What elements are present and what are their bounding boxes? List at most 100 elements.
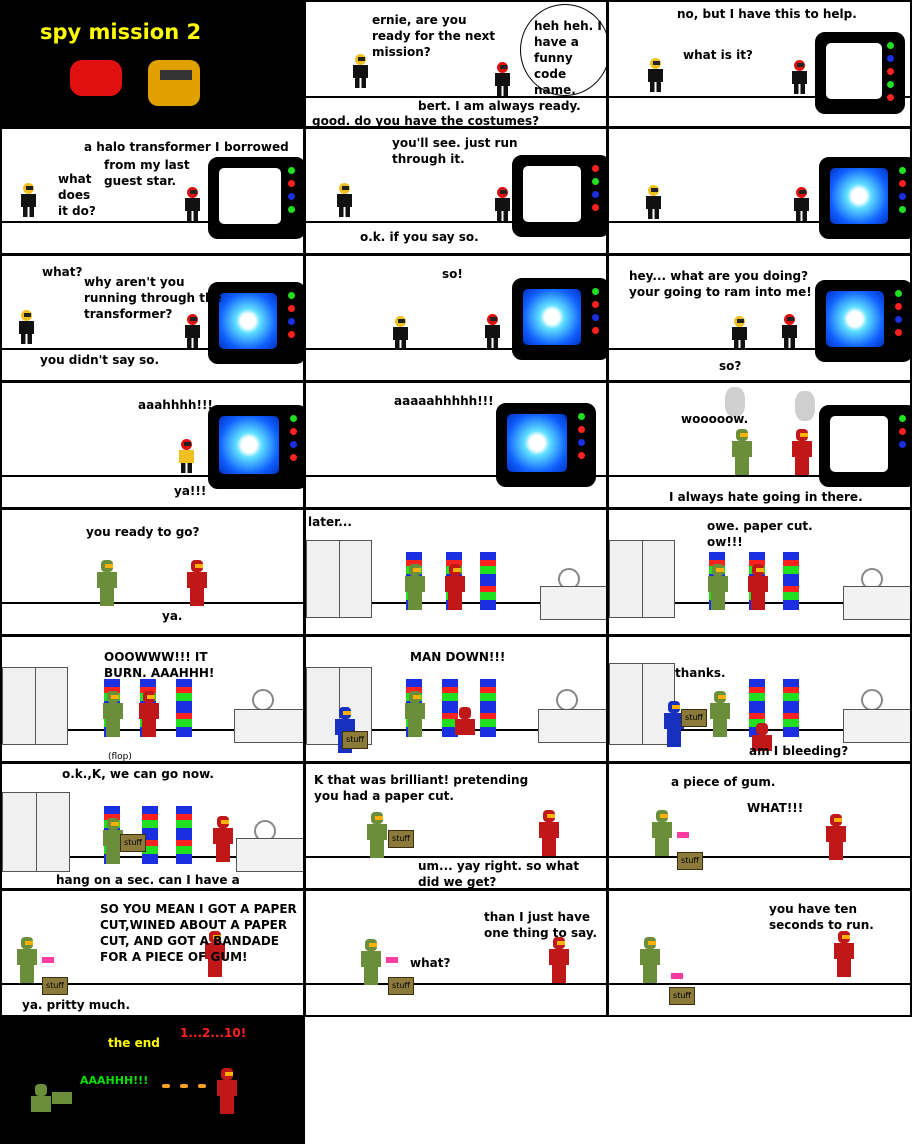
ernie-character [729, 316, 751, 352]
supply-crate: stuff [342, 731, 368, 749]
panel-24: stuff you have ten seconds to run. [607, 889, 912, 1017]
transformer-machine [208, 405, 303, 489]
panel-20: stuff K that was brilliant! pretending y… [304, 762, 608, 890]
striped-pillar [442, 679, 458, 737]
reception-desk [538, 709, 606, 743]
bert-character [789, 60, 811, 96]
red-speech: OOOWWW!!! IT BURN. AAAHHH! [104, 650, 215, 680]
striped-pillar [176, 806, 192, 864]
panel-18: stuff thanks. am I bleeding? [607, 635, 912, 763]
red-spartan [136, 691, 162, 737]
elevator-door [306, 540, 372, 618]
red-spartan [831, 931, 857, 977]
green-speech: thanks. [675, 666, 726, 680]
comic-title: spy mission 2 [40, 20, 202, 44]
bert-speech: no, but I have this to help. [677, 7, 857, 21]
gum-piece [386, 957, 398, 963]
red-speech: SO YOU MEAN I GOT A PAPER CUT,WINED ABOU… [100, 902, 297, 964]
panel-19: stuff o.k.,K, we can go now. hang on a s… [0, 762, 305, 890]
red-speech: owe. paper cut. ow!!! [707, 519, 813, 549]
red-spartan-fallen [452, 707, 492, 735]
caption: later... [308, 515, 352, 529]
striped-pillar [783, 552, 799, 610]
ernie-character [16, 310, 38, 346]
transformer-machine [815, 280, 910, 362]
green-spartan [358, 939, 384, 985]
bert-speech-a: a halo transformer I [84, 140, 220, 154]
reception-desk [236, 838, 303, 872]
ernie-and-bert-collision [176, 439, 212, 475]
striped-pillar [480, 552, 496, 610]
green-spartan [705, 564, 731, 610]
green-spartan [14, 937, 40, 983]
striped-pillar [749, 679, 765, 737]
panel-5: you'll see. just run through it. o.k. if… [304, 127, 608, 255]
elevator-door [609, 540, 675, 618]
supply-crate: stuff [669, 987, 695, 1005]
ernie-character [334, 183, 356, 219]
elevator-door [2, 667, 68, 745]
ernie-speech: so? [719, 359, 742, 373]
bert-character [182, 314, 204, 350]
shout-text: MAN DOWN!!! [410, 650, 506, 664]
green-speech: wooooow. [681, 412, 749, 426]
striped-pillar [142, 806, 158, 864]
transformer-machine [208, 157, 303, 239]
supply-crate: stuff [677, 852, 703, 870]
bert-character [791, 187, 813, 223]
thought-bubble [520, 4, 606, 96]
blue-spartan [661, 701, 687, 747]
green-spartan [707, 691, 733, 737]
red-speech: K that was brilliant! pretending you had… [314, 773, 529, 803]
supply-crate: stuff [42, 977, 68, 995]
red-speech: than I just have one thing to say. [484, 910, 598, 940]
reception-desk [843, 586, 910, 620]
red-spartan [823, 814, 849, 860]
panel-2: ernie, are you ready for the next missio… [304, 0, 608, 128]
ernie-character [645, 58, 667, 94]
gold-character-portrait [148, 60, 200, 106]
ernie-character [643, 185, 665, 221]
supply-crate: stuff [388, 830, 414, 848]
reception-desk [843, 709, 910, 743]
gum-piece [42, 957, 54, 963]
transformer-machine [496, 403, 596, 487]
green-spartan [364, 812, 390, 858]
robot-clerk [252, 689, 274, 711]
red-spartan [202, 931, 228, 977]
scream-label: AAAHHH!!! [80, 1074, 149, 1087]
red-spartan [745, 564, 771, 610]
panel-21: stuff a piece of gum. WHAT!!! [607, 762, 912, 890]
smoke-puff [725, 387, 745, 417]
ernie-running [390, 316, 420, 350]
bert-speech: bert. I am always ready. [418, 99, 581, 113]
green-speech: um... yay right. so what did we get? [418, 859, 580, 889]
striped-pillar [480, 679, 496, 737]
reception-desk [234, 709, 303, 743]
panel-22: stuff SO YOU MEAN I GOT A PAPER CUT,WINE… [0, 889, 305, 1017]
bullet [198, 1084, 206, 1088]
transformer-machine [512, 155, 606, 237]
bert-thought: heh heh. I have a funny code name. [534, 19, 602, 97]
ernie-character [18, 183, 40, 219]
red-spartan [546, 937, 572, 983]
supply-crate: stuff [388, 977, 414, 995]
ernie-speech: ernie, are you ready for the next missio… [372, 13, 496, 59]
title-panel: spy mission 2 [0, 0, 305, 128]
green-spartan [402, 564, 428, 610]
panel-7: what? why aren't you running through the… [0, 254, 305, 382]
bert-character [482, 314, 504, 350]
bert-speech-c: from my last guest star. [104, 158, 190, 188]
green-speech: a piece of gum. [671, 775, 776, 789]
bert-character [492, 187, 514, 223]
panel-10: aaahhhh!!! ya!!! [0, 381, 305, 509]
red-spartan [210, 816, 236, 862]
red-speech: ya. [162, 609, 183, 623]
ernie-speech: what is it? [683, 48, 753, 62]
red-spartan [789, 429, 815, 475]
green-spartan [637, 937, 663, 983]
panel-17: stuff MAN DOWN!!! [304, 635, 608, 763]
ya-text: ya!!! [174, 484, 207, 498]
red-speech: am I bleeding? [749, 744, 849, 758]
bert-speech: so! [442, 267, 463, 281]
